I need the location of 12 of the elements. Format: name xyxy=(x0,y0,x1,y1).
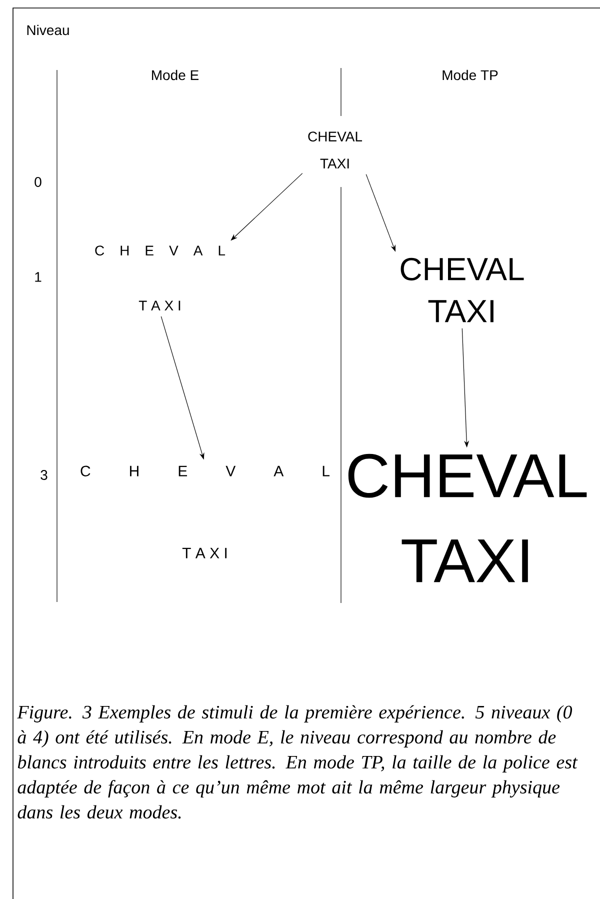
column-heading: Mode TP xyxy=(442,70,498,80)
level-number: 3 xyxy=(40,470,48,480)
caption: Figure. 3 Exemples de stimuli de la première expérience. 5 niveaux (0 à 4) ont été utilisés. En mode E, le niveau correspond au nombre de blancs introduits entre les lettres. En mode TP, la taille de la police est adaptée de façon à ce qu’un même mot ait la même largeur physique dans les deux modes. xyxy=(17,705,578,819)
axis-title: Niveau xyxy=(27,24,69,36)
stimulus-word: CHEVAL TAXI xyxy=(400,258,524,322)
stimulus-word: C H E V A L T A X I xyxy=(80,466,330,558)
stimulus-word: CHEVAL TAXI xyxy=(308,132,362,168)
level-number: 0 xyxy=(34,177,42,187)
column-heading: Mode E xyxy=(152,70,198,80)
stimulus-word: C H E V A L T A X I xyxy=(95,246,226,310)
level-number: 1 xyxy=(35,272,42,282)
stimulus-word: CHEVAL TAXI xyxy=(348,454,587,582)
